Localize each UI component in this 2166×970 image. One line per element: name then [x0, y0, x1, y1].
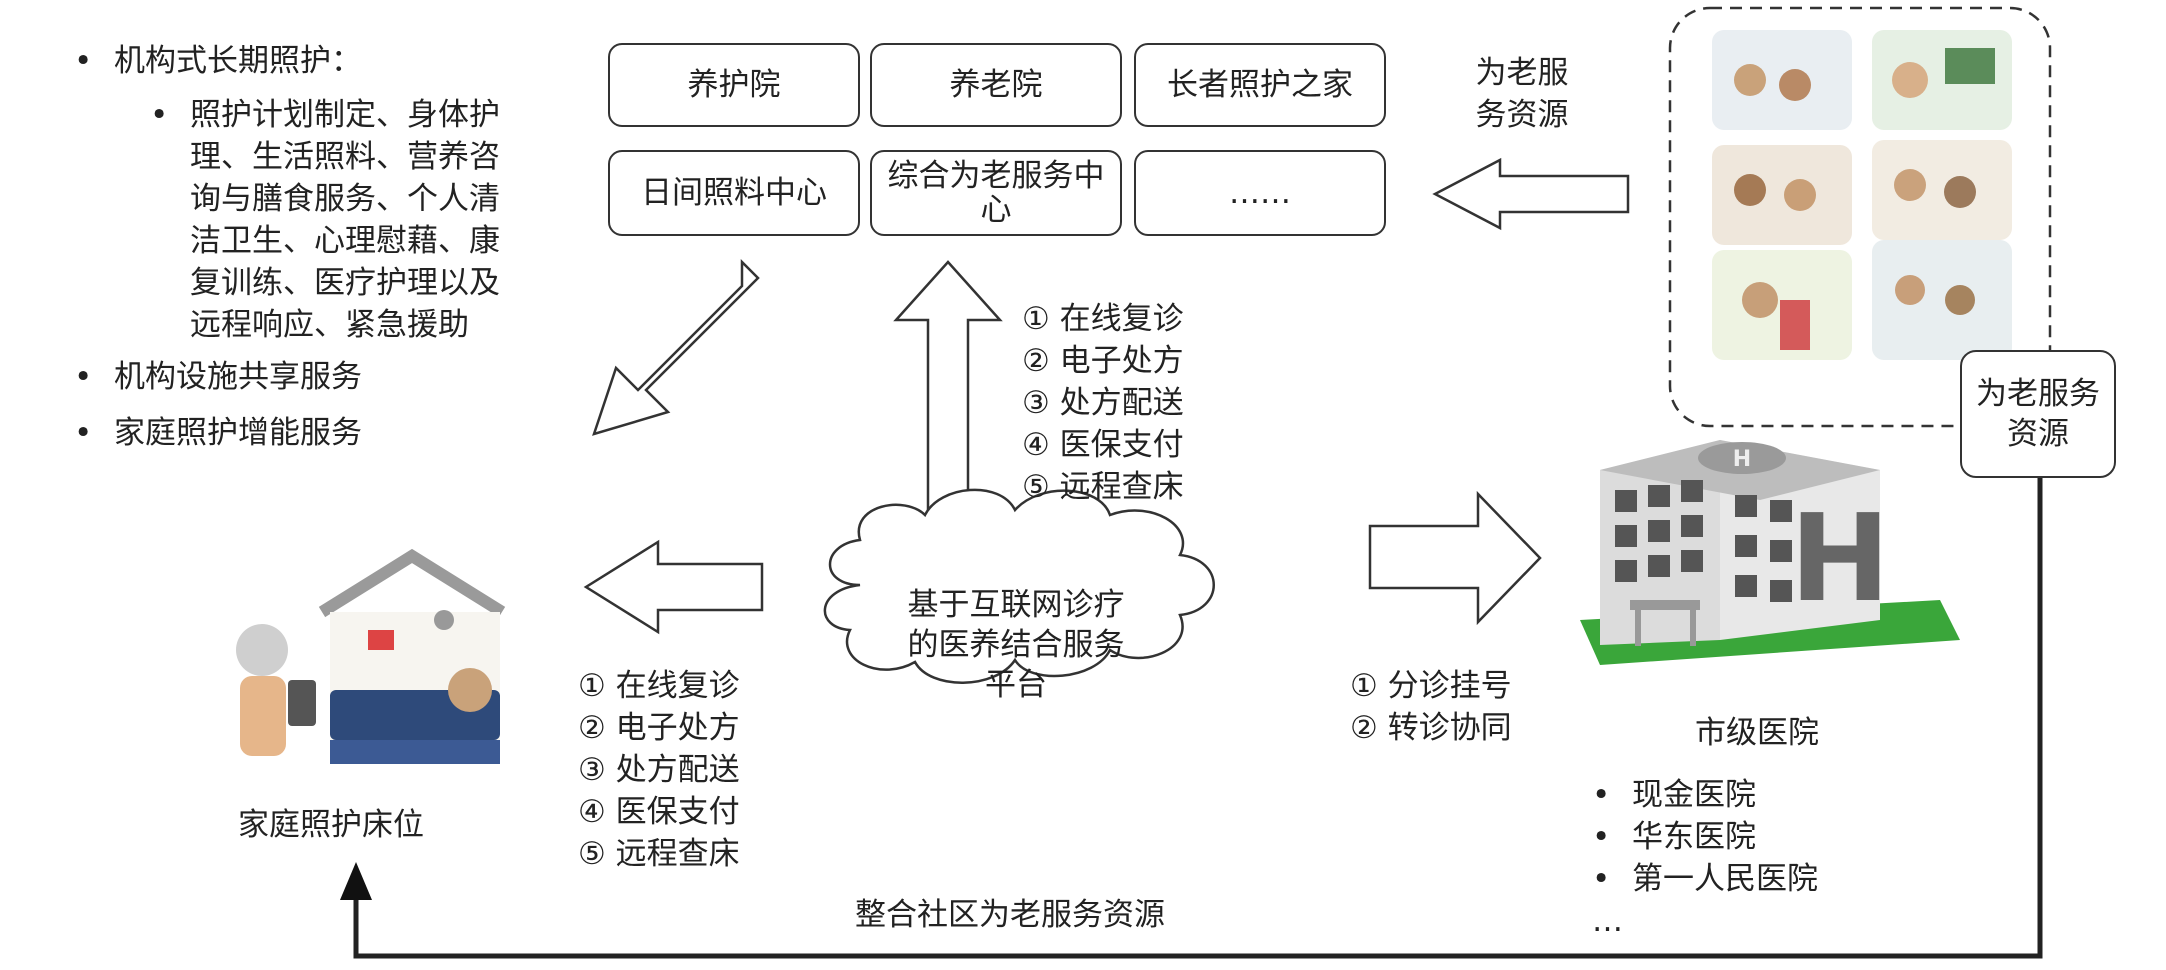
sublist-line: 复训练、医疗护理以及 — [190, 265, 500, 301]
left-services-list: ① 在线复诊 ② 电子处方 ③ 处方配送 ④ 医保支付 ⑤ 远程查床 — [578, 665, 740, 875]
institution-box-label: 长者照护之家 — [1167, 67, 1353, 103]
hospital-name: 现金医院 — [1632, 777, 1756, 813]
list-item: 机构设施共享服务 — [74, 356, 500, 398]
hospital-ul: 现金医院 华东医院 第一人民医院 — [1592, 774, 1818, 900]
arrow-platform-to-institutions — [893, 260, 1003, 514]
sublist-line: 理、生活照料、营养咨 — [190, 139, 500, 175]
platform-label-text: 基于互联网诊疗的医养结合服务平台 — [907, 587, 1125, 703]
feedback-arrowhead — [340, 862, 372, 900]
community-illustrations — [1712, 30, 2012, 360]
home-care-illustration — [236, 548, 506, 764]
institution-sublist: 照护计划制定、身体护 理、生活照料、营养咨 询与膳食服务、个人清 洁卫生、心理慰… — [150, 94, 500, 346]
resource-label-text: 为老服务资源 — [1475, 55, 1569, 133]
resource-label-right-box: 为老服务资源 — [1960, 350, 2116, 478]
service-item: ① 在线复诊 — [1022, 301, 1184, 337]
hospital-more: … — [1592, 903, 1623, 939]
list-item: 第一人民医院 — [1592, 858, 1818, 900]
service-item: ⑤ 远程查床 — [578, 836, 740, 872]
institution-box-integrated-service-center: 综合为老服务中心 — [870, 150, 1122, 236]
up-services-list: ① 在线复诊 ② 电子处方 ③ 处方配送 ④ 医保支付 ⑤ 远程查床 — [1022, 298, 1184, 508]
hospital-label: 市级医院 — [1695, 712, 1819, 754]
institution-list: 机构式长期照护： — [74, 40, 500, 82]
sublist-line: 照护计划制定、身体护 — [190, 97, 500, 133]
institution-list-more: 机构设施共享服务 家庭照护增能服务 — [74, 356, 500, 454]
arrow-resources-to-institutions — [1432, 157, 1630, 231]
sublist-line: 询与膳食服务、个人清 — [190, 181, 500, 217]
feedback-line — [353, 472, 2043, 959]
institution-box-label: …… — [1229, 175, 1291, 211]
platform-cloud — [823, 488, 1215, 684]
home-label: 家庭照护床位 — [238, 804, 424, 846]
institution-section: 机构式长期照护： 照护计划制定、身体护 理、生活照料、营养咨 询与膳食服务、个人… — [74, 40, 500, 454]
sublist-line: 远程响应、紧急援助 — [190, 307, 469, 343]
resource-label-top: 为老服务资源 — [1462, 52, 1582, 136]
list-item-label: 家庭照护增能服务 — [114, 415, 362, 451]
list-item-label: 机构设施共享服务 — [114, 359, 362, 395]
service-item: ⑤ 远程查床 — [1022, 469, 1184, 505]
service-item: ③ 处方配送 — [578, 752, 740, 788]
hospital-name: 第一人民医院 — [1632, 861, 1818, 897]
institution-box-label: 养护院 — [687, 67, 781, 103]
svg-text:H: H — [1790, 490, 1890, 629]
service-item: ② 转诊协同 — [1350, 710, 1512, 746]
list-item: 机构式长期照护： — [74, 40, 500, 82]
list-item: 现金医院 — [1592, 774, 1818, 816]
service-item: ④ 医保支付 — [1022, 427, 1184, 463]
arrow-institutions-to-home — [592, 258, 760, 436]
hospital-illustration: H H — [1580, 440, 1960, 665]
institution-box-label: 养老院 — [949, 67, 1043, 103]
service-item: ③ 处方配送 — [1022, 385, 1184, 421]
service-item: ② 电子处方 — [1022, 343, 1184, 379]
arrow-platform-to-hospital — [1368, 490, 1542, 626]
sublist-line: 洁卫生、心理慰藉、康 — [190, 223, 500, 259]
institution-box-label: 日间照料中心 — [641, 175, 827, 211]
home-label-text: 家庭照护床位 — [238, 807, 424, 843]
hospital-list: 现金医院 华东医院 第一人民医院 … — [1592, 774, 1818, 942]
service-item: ④ 医保支付 — [578, 794, 740, 830]
list-item: 家庭照护增能服务 — [74, 412, 500, 454]
resource-label-text: 为老服务资源 — [1976, 376, 2100, 452]
institution-box-elderly-home: 养老院 — [870, 43, 1122, 127]
service-item: ① 分诊挂号 — [1350, 668, 1512, 704]
platform-label: 基于互联网诊疗的医养结合服务平台 — [898, 585, 1134, 705]
institution-box-nursing-home: 养护院 — [608, 43, 860, 127]
bottom-label: 整合社区为老服务资源 — [855, 894, 1165, 936]
community-resource-dashed-box — [1668, 6, 2052, 428]
hospital-name: 华东医院 — [1632, 819, 1756, 855]
institution-box-label: 综合为老服务中心 — [887, 158, 1105, 228]
hospital-label-text: 市级医院 — [1695, 715, 1819, 751]
list-item-label: 机构式长期照护： — [114, 43, 362, 79]
service-item: ① 在线复诊 — [578, 668, 740, 704]
institution-box-more: …… — [1134, 150, 1386, 236]
svg-text:H: H — [1733, 447, 1751, 472]
institution-box-senior-care-home: 长者照护之家 — [1134, 43, 1386, 127]
institution-box-day-care-center: 日间照料中心 — [608, 150, 860, 236]
right-services-list: ① 分诊挂号 ② 转诊协同 — [1350, 665, 1512, 749]
list-item: 照护计划制定、身体护 理、生活照料、营养咨 询与膳食服务、个人清 洁卫生、心理慰… — [150, 94, 500, 346]
arrow-platform-to-home — [583, 539, 764, 635]
bottom-label-text: 整合社区为老服务资源 — [855, 897, 1165, 933]
service-item: ② 电子处方 — [578, 710, 740, 746]
list-item: 华东医院 — [1592, 816, 1818, 858]
